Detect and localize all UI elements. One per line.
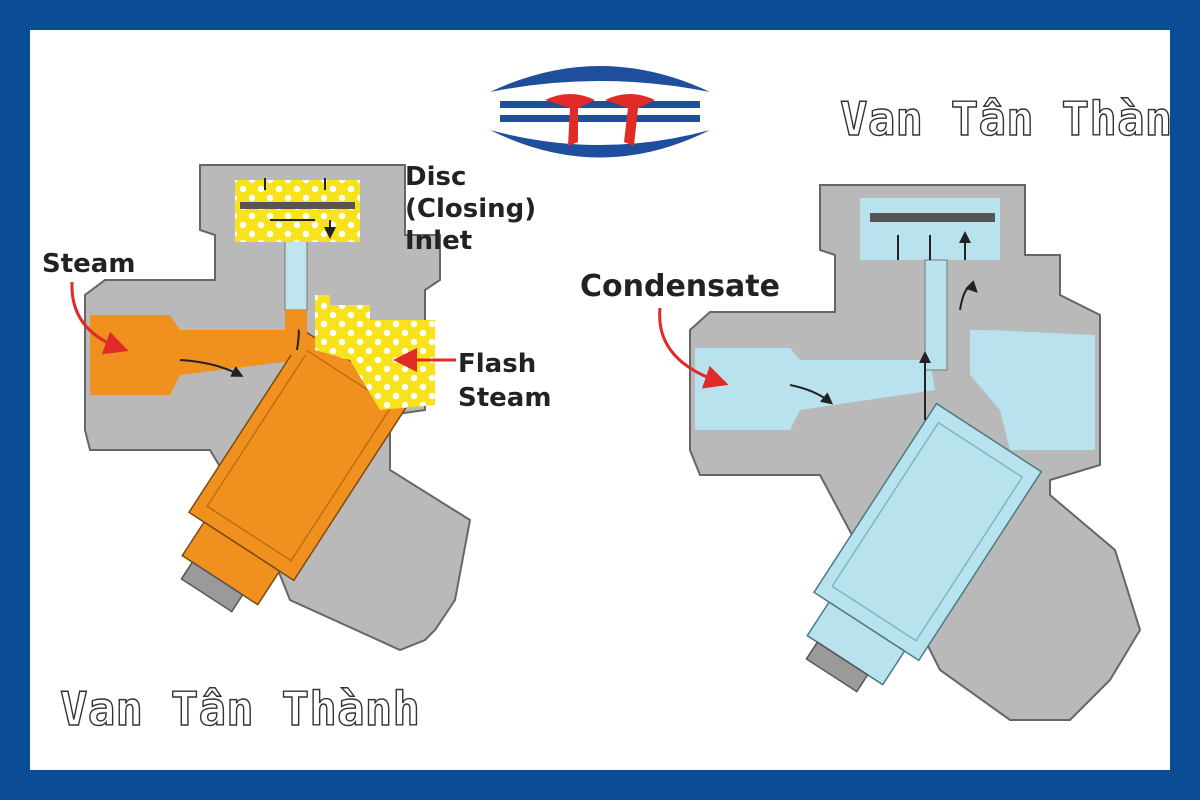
label-inlet: Inlet bbox=[405, 226, 472, 256]
label-flash: Flash bbox=[458, 349, 536, 379]
left-disc bbox=[240, 202, 355, 209]
label-closing: (Closing) bbox=[405, 194, 536, 224]
right-inlet-channel bbox=[695, 348, 935, 430]
label-flash-steam: Steam bbox=[458, 383, 551, 413]
left-steam-trap: Disc (Closing) Inlet Steam Flash Steam bbox=[42, 162, 551, 652]
label-disc: Disc bbox=[405, 162, 466, 192]
left-inlet-channel bbox=[90, 315, 300, 395]
watermark-top: Van Tân Thành bbox=[840, 92, 1170, 146]
label-steam: Steam bbox=[42, 249, 135, 279]
diagram-canvas: Disc (Closing) Inlet Steam Flash Steam C… bbox=[30, 30, 1170, 770]
right-outlet-channel bbox=[970, 330, 1095, 450]
watermark-bottom: Van Tân Thành bbox=[60, 682, 420, 736]
right-disc bbox=[870, 213, 995, 222]
label-condensate: Condensate bbox=[580, 269, 780, 304]
steam-trap-diagram: Disc (Closing) Inlet Steam Flash Steam C… bbox=[42, 66, 1170, 737]
brand-logo bbox=[490, 66, 710, 158]
right-strainer bbox=[805, 402, 1043, 693]
right-steam-trap: Condensate bbox=[580, 184, 1142, 721]
condensate-arrow bbox=[658, 307, 729, 389]
steam-arrow bbox=[70, 281, 129, 355]
